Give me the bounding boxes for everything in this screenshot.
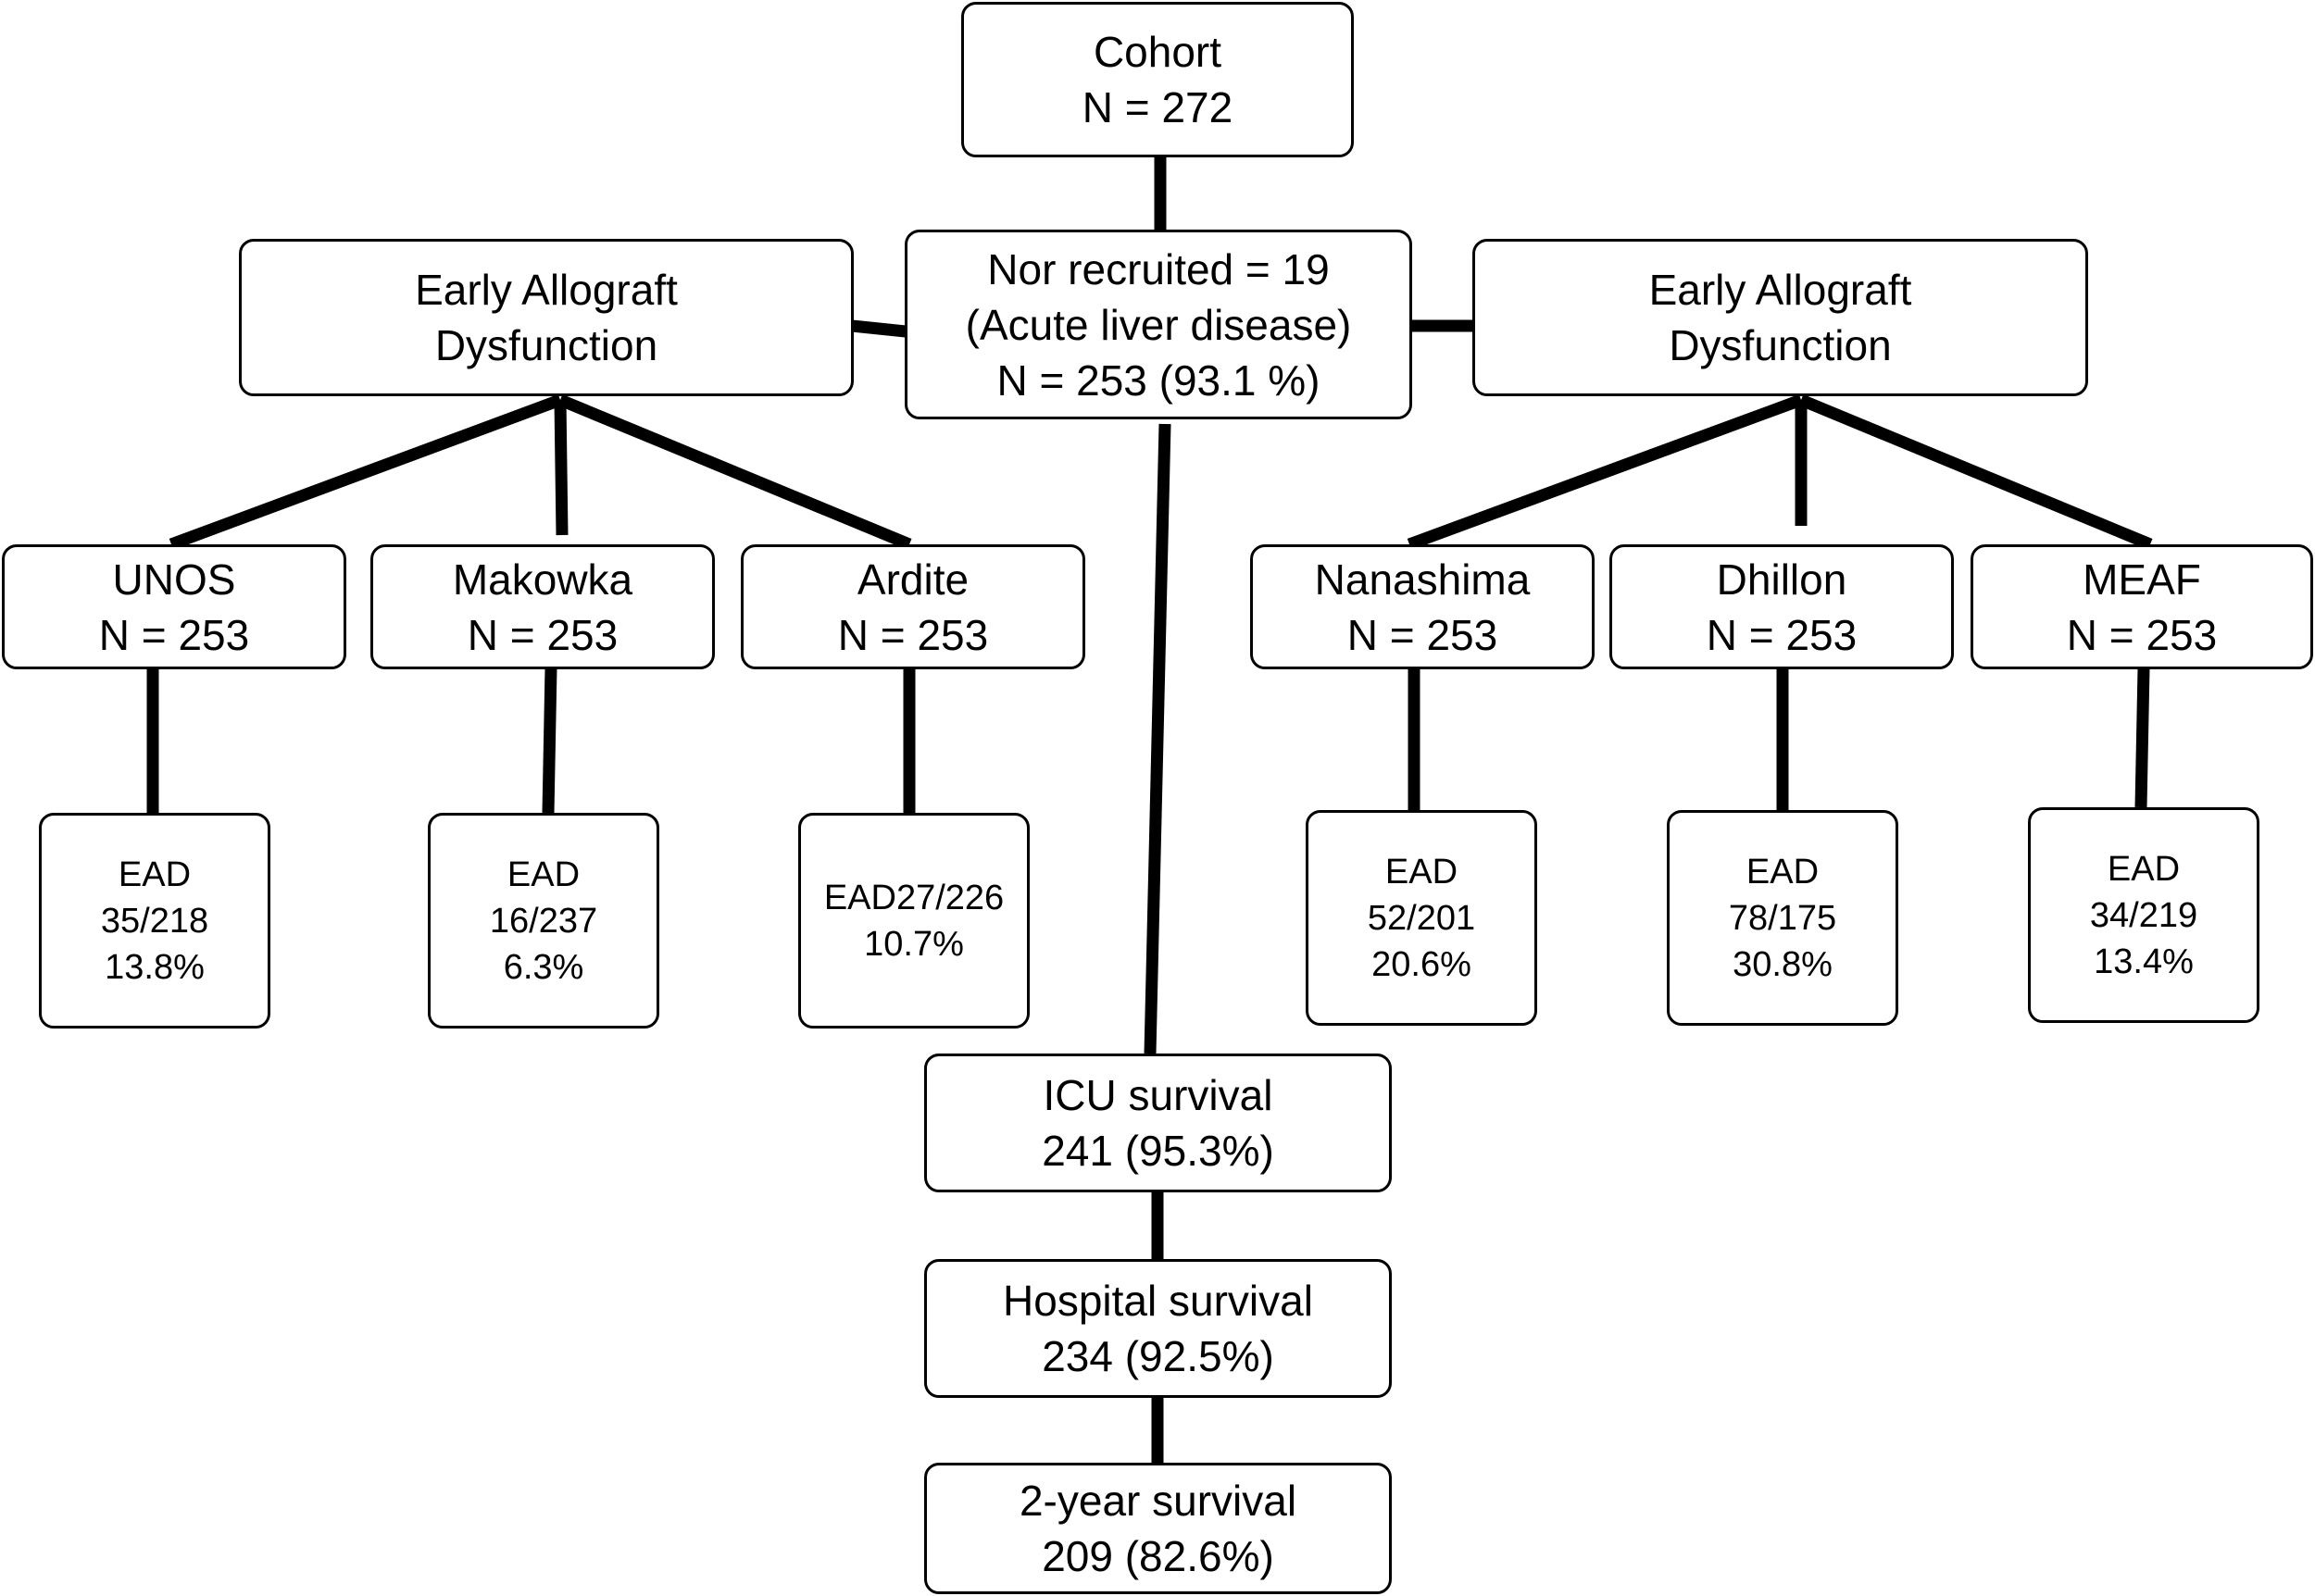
ead-result-label: EAD: [2107, 849, 2181, 889]
connector-left-makowka: [554, 399, 569, 536]
connector-recruit-left: [851, 319, 907, 338]
criterion-n: N = 253: [1706, 610, 1858, 659]
cohort-n: N = 272: [1082, 83, 1233, 131]
ead-result-count: 35/218: [100, 901, 209, 941]
ead-result-percent: 13.4%: [2094, 941, 2194, 981]
ead-result-percent: 30.8%: [1733, 944, 1833, 984]
connector-makowka-ead: [542, 667, 557, 814]
recruitment-box: Nor recruited = 19 (Acute liver disease)…: [905, 230, 1412, 419]
criterion-n: N = 253: [98, 610, 250, 659]
criterion-makowka: Makowka N = 253: [370, 544, 715, 669]
ead-result-nanashima: EAD 52/201 20.6%: [1306, 810, 1537, 1026]
not-recruited-count: Nor recruited = 19: [987, 244, 1330, 293]
cohort-box: Cohort N = 272: [961, 2, 1354, 157]
criterion-name: UNOS: [112, 555, 236, 604]
ead-result-makowka: EAD 16/237 6.3%: [428, 813, 659, 1029]
survival-value: 234 (92.5%): [1042, 1332, 1274, 1380]
criterion-name: Dhillon: [1716, 555, 1847, 604]
recruited-n: N = 253 (93.1 %): [996, 355, 1320, 405]
criterion-name: Makowka: [452, 555, 633, 604]
connector-meaf-ead: [2134, 667, 2150, 808]
connector-right-meaf: [1798, 393, 2153, 551]
ead-result-percent: 10.7%: [864, 924, 964, 964]
ead-result-label: EAD: [118, 854, 192, 894]
ead-right-line1: Early Allograft: [1648, 266, 1912, 314]
survival-value: 241 (95.3%): [1042, 1127, 1274, 1175]
ead-result-label: EAD: [1746, 852, 1820, 892]
hospital-survival-box: Hospital survival 234 (92.5%): [924, 1259, 1392, 1398]
criterion-ardite: Ardite N = 253: [741, 544, 1085, 669]
ead-result-count: EAD27/226: [823, 878, 1005, 917]
ead-left-line1: Early Allograft: [415, 266, 678, 314]
criterion-n: N = 253: [2066, 610, 2218, 659]
ead-result-meaf: EAD 34/219 13.4%: [2028, 807, 2259, 1023]
connector-left-ardite: [557, 393, 912, 551]
connector-left-unos: [169, 393, 563, 551]
ead-right-line2: Dysfunction: [1669, 321, 1892, 369]
criterion-unos: UNOS N = 253: [2, 544, 346, 669]
not-recruited-reason: (Acute liver disease): [965, 300, 1352, 349]
survival-value: 209 (82.6%): [1042, 1532, 1274, 1580]
connector-right-nanashima: [1407, 393, 1804, 551]
criterion-n: N = 253: [467, 610, 619, 659]
ead-result-count: 16/237: [489, 901, 598, 941]
connector-recruit-icu: [1144, 423, 1171, 1054]
criterion-n: N = 253: [837, 610, 989, 659]
criterion-name: MEAF: [2083, 555, 2201, 604]
ead-right-box: Early Allograft Dysfunction: [1472, 239, 2088, 396]
ead-result-count: 34/219: [2089, 895, 2198, 935]
ead-result-percent: 6.3%: [503, 947, 584, 987]
criterion-meaf: MEAF N = 253: [1971, 544, 2313, 669]
criterion-nanashima: Nanashima N = 253: [1250, 544, 1595, 669]
two-year-survival-box: 2-year survival 209 (82.6%): [924, 1463, 1392, 1594]
criterion-name: Nanashima: [1314, 555, 1531, 604]
ead-left-line2: Dysfunction: [434, 321, 658, 369]
ead-result-ardite: EAD27/226 10.7%: [798, 813, 1030, 1029]
cohort-title: Cohort: [1093, 28, 1222, 76]
icu-survival-box: ICU survival 241 (95.3%): [924, 1054, 1392, 1192]
ead-left-box: Early Allograft Dysfunction: [239, 239, 854, 396]
ead-result-percent: 20.6%: [1371, 944, 1471, 984]
survival-label: 2-year survival: [1019, 1477, 1297, 1525]
ead-result-percent: 13.8%: [105, 947, 205, 987]
ead-result-dhillon: EAD 78/175 30.8%: [1667, 810, 1898, 1026]
criterion-name: Ardite: [857, 555, 970, 604]
ead-result-label: EAD: [507, 854, 581, 894]
ead-result-label: EAD: [1384, 852, 1458, 892]
survival-label: ICU survival: [1043, 1071, 1273, 1119]
criterion-dhillon: Dhillon N = 253: [1609, 544, 1954, 669]
ead-result-count: 52/201: [1367, 898, 1476, 938]
ead-result-count: 78/175: [1728, 898, 1837, 938]
criterion-n: N = 253: [1346, 610, 1498, 659]
ead-result-unos: EAD 35/218 13.8%: [39, 813, 270, 1029]
survival-label: Hospital survival: [1003, 1277, 1313, 1325]
